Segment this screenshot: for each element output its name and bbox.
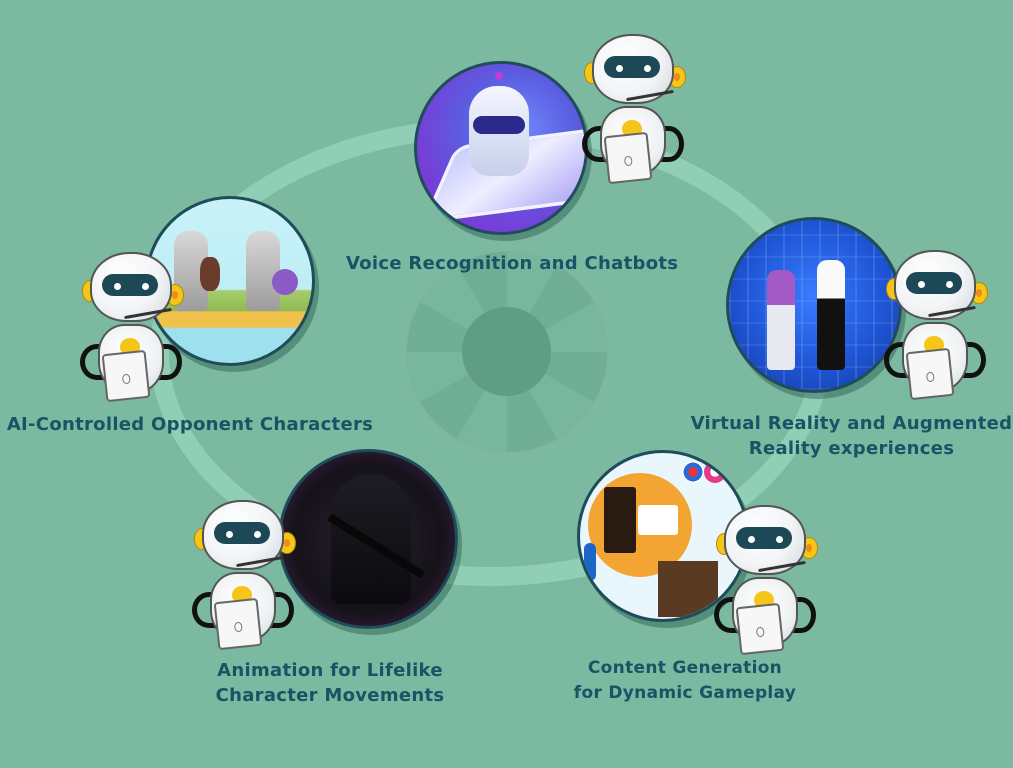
- robot-mascot-icon: [880, 250, 990, 401]
- label-animation: Animation for Lifelike Character Movemen…: [200, 658, 460, 708]
- voice-recognition-image: [414, 61, 588, 235]
- label-vr-ar-line2: Reality experiences: [748, 438, 955, 459]
- knights-fighting-image: [145, 196, 315, 366]
- poker-chip-icon: [682, 461, 704, 483]
- label-animation-line2: Character Movements: [215, 685, 445, 706]
- label-content-generation-line2: for Dynamic Gameplay: [573, 683, 797, 703]
- label-voice-recognition: Voice Recognition and Chatbots: [346, 253, 679, 274]
- shield-icon: [272, 269, 298, 295]
- shield-icon: [200, 257, 220, 291]
- pawn-icon: [584, 543, 596, 581]
- chinese-checkers-board-icon: [658, 561, 718, 617]
- robot-mascot-icon: [76, 252, 186, 403]
- label-vr-ar: Virtual Reality and Augmented Reality ex…: [690, 411, 1013, 461]
- label-vr-ar-line1: Virtual Reality and Augmented: [690, 413, 1013, 434]
- label-content-generation: Content Generation for Dynamic Gameplay: [570, 656, 800, 706]
- knight-icon: [246, 231, 280, 311]
- vr-player-icon: [817, 260, 845, 370]
- soldier-image: [278, 449, 458, 629]
- domino-icon: [604, 487, 636, 553]
- label-animation-line1: Animation for Lifelike: [217, 660, 443, 681]
- robot-mascot-icon: [578, 34, 688, 185]
- vr-player-icon: [767, 270, 795, 370]
- domino-icon: [638, 505, 678, 535]
- label-content-generation-line1: Content Generation: [587, 658, 783, 678]
- center-hub-icon: [462, 307, 551, 396]
- label-ai-opponents: AI-Controlled Opponent Characters: [6, 414, 374, 435]
- antenna-icon: [495, 72, 503, 80]
- poker-chip-icon: [704, 461, 726, 483]
- robot-mascot-icon: [710, 505, 820, 656]
- vr-players-image: [726, 217, 902, 393]
- robot-mascot-icon: [188, 500, 298, 651]
- chatbot-icon: [469, 86, 529, 176]
